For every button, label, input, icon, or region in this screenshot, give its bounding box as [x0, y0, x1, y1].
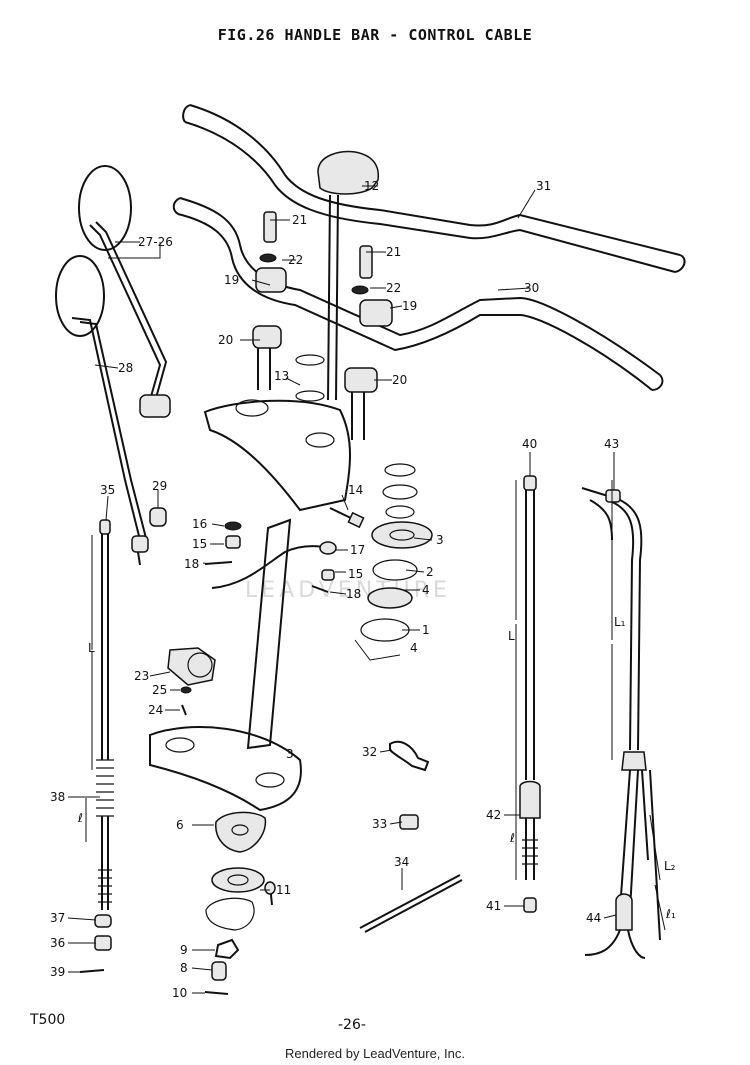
callout-25: 25	[152, 683, 167, 697]
callout-36: 36	[50, 936, 65, 950]
dimension-l: L	[88, 641, 95, 655]
callout-20: 20	[392, 373, 407, 387]
callout-44: 44	[586, 911, 601, 925]
handlebar-31	[182, 104, 686, 273]
callout-10: 10	[172, 986, 187, 1000]
callout-19: 19	[224, 273, 239, 287]
dimension-l1: L₁	[614, 615, 626, 629]
callout-9: 9	[180, 943, 188, 957]
callout-17: 17	[350, 543, 365, 557]
callout-2: 2	[426, 565, 434, 579]
callout-11: 11	[276, 883, 291, 897]
callout-8: 8	[180, 961, 188, 975]
model-code: T500	[30, 1012, 66, 1028]
callout-30: 30	[524, 281, 539, 295]
callout-39: 39	[50, 965, 65, 979]
clamp-holders	[252, 211, 393, 440]
callout-18: 18	[346, 587, 361, 601]
callout-3b: 3	[286, 747, 294, 761]
bolt-14	[329, 507, 365, 529]
callout-19: 19	[402, 299, 417, 313]
switch-23	[167, 647, 216, 716]
callout-4: 4	[410, 641, 418, 655]
cable-guide-parts	[204, 521, 337, 593]
callout-13: 13	[274, 369, 289, 383]
callout-16: 16	[192, 517, 207, 531]
footer-credit: Rendered by LeadVenture, Inc.	[285, 1046, 465, 1061]
clamps-and-tie	[359, 740, 463, 933]
dimension-ell: ℓ	[77, 811, 83, 825]
callout-42: 42	[486, 808, 501, 822]
page-number: -26-	[338, 1017, 366, 1033]
callout-23: 23	[134, 669, 149, 683]
dimension-l2: L₂	[664, 859, 676, 873]
callout-18: 18	[184, 557, 199, 571]
callout-1: 1	[422, 623, 430, 637]
callout-43: 43	[604, 437, 619, 451]
callout-40: 40	[522, 437, 537, 451]
steering-damper	[295, 150, 380, 402]
callout-41: 41	[486, 899, 501, 913]
bearing-stack	[354, 463, 433, 661]
callout-12: 12	[364, 179, 379, 193]
callout-24: 24	[148, 703, 163, 717]
stem-lower-parts	[204, 811, 276, 995]
figure-title: FIG.26 HANDLE BAR - CONTROL CABLE	[217, 26, 533, 44]
dimension-ell: ℓ	[509, 831, 515, 845]
callout-3: 3	[436, 533, 444, 547]
mirrors	[55, 165, 171, 566]
callout-34: 34	[394, 855, 409, 869]
callout-22: 22	[386, 281, 401, 295]
callout-labels: 12 21 21 22 22 19 19 20 20 13 31 30 27-2…	[50, 179, 676, 1000]
callout-33: 33	[372, 817, 387, 831]
callout-20: 20	[218, 333, 233, 347]
callout-leaders	[67, 185, 617, 994]
callout-21: 21	[386, 245, 401, 259]
throttle-cable	[581, 480, 666, 959]
callout-6: 6	[176, 818, 184, 832]
callout-22: 22	[288, 253, 303, 267]
callout-29: 29	[152, 479, 167, 493]
callout-37: 37	[50, 911, 65, 925]
callout-27-26: 27-26	[138, 235, 173, 249]
callout-21: 21	[292, 213, 307, 227]
callout-35: 35	[100, 483, 115, 497]
handlebar-30	[172, 197, 664, 391]
callout-15: 15	[348, 567, 363, 581]
dimension-ell1: ℓ₁	[665, 907, 676, 921]
steering-stem	[149, 518, 302, 812]
dimension-l: L	[508, 629, 515, 643]
callout-32: 32	[362, 745, 377, 759]
upper-bracket	[203, 399, 351, 512]
callout-15: 15	[192, 537, 207, 551]
callout-14: 14	[348, 483, 363, 497]
callout-31: 31	[536, 179, 551, 193]
brake-cable	[515, 475, 541, 913]
callout-28: 28	[118, 361, 133, 375]
callout-38: 38	[50, 790, 65, 804]
callout-4: 4	[422, 583, 430, 597]
clutch-cable	[79, 519, 114, 973]
